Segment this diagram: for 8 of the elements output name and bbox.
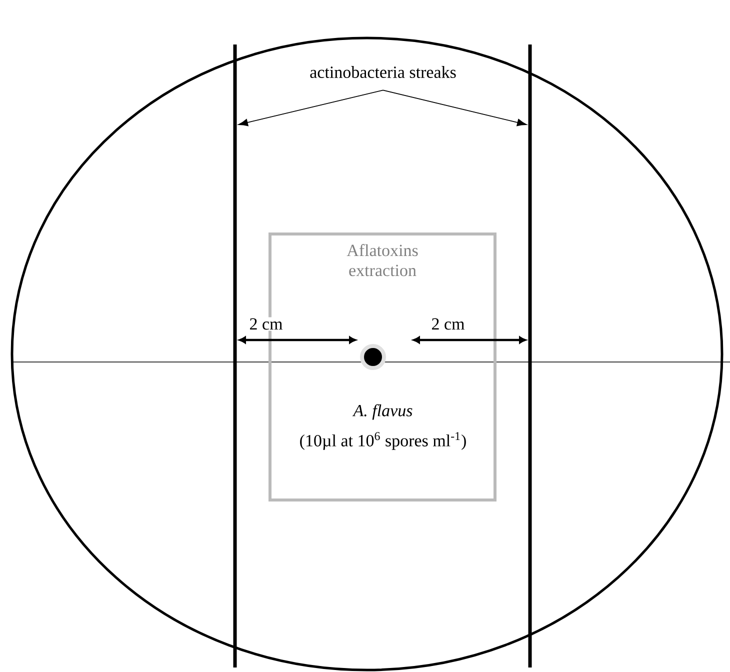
dimension-label: 2 cm	[248, 317, 284, 331]
leader-arrow	[238, 90, 384, 126]
inoculum-note: (10µl at 10$^{6}$ spores ml$^{-1}$)	[300, 432, 466, 450]
leader-arrow	[382, 90, 527, 126]
inoculum-note: A. flavus	[352, 404, 412, 420]
streak-label: actinobacteria streaks	[310, 66, 456, 78]
inoculation-spot	[360, 344, 386, 370]
dimension-label: 2 cm	[430, 317, 466, 331]
